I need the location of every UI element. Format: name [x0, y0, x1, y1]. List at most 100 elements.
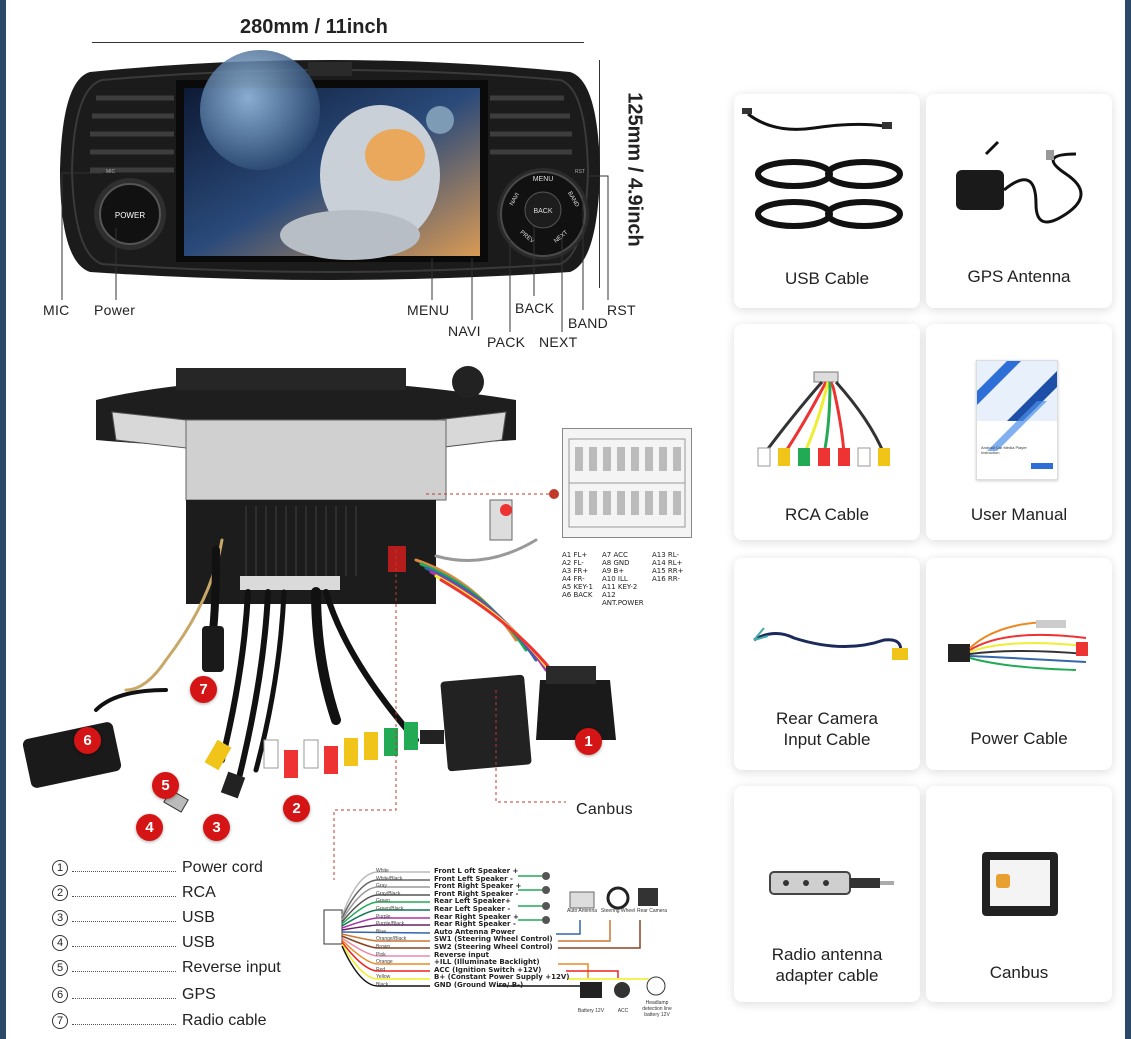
rear-camera-cable-icon: [753, 627, 908, 660]
accessory-label: USB Cable: [784, 269, 870, 288]
legend-text: USB: [182, 909, 215, 926]
wire-colors: White White/Black Gray Gray/Black Green …: [376, 868, 436, 990]
rst-face-label: RST: [575, 169, 585, 175]
wire-color: Gray: [376, 883, 387, 890]
legend-item: 6 GPS: [52, 984, 216, 1006]
accessory-card-rear-camera: Rear Camera Input Cable: [734, 558, 920, 770]
legend-item: 4 USB: [52, 932, 215, 954]
rca-cable-icon: [757, 371, 890, 467]
back-button-label: BACK: [533, 208, 552, 215]
badge-1: 1: [575, 728, 602, 755]
pin-label: A10 ILL: [602, 575, 628, 583]
manual-cover-text: Android Car Media Player Instruction: [981, 445, 1027, 455]
wire-function: Front Left Speaker -: [434, 874, 513, 883]
usb-cable-icon: [742, 108, 903, 229]
badge-5: 5: [152, 772, 179, 799]
wire-color: Purple/Black: [376, 921, 405, 928]
legend-item: 3 USB: [52, 907, 215, 929]
wire-color: Green/Black: [376, 905, 404, 912]
wire-function: B+ (Constant Power Supply +12V): [434, 973, 570, 982]
wire-function: Reverse input: [434, 950, 489, 959]
legend-item: 1 Power cord: [52, 857, 263, 879]
legend-text: GPS: [182, 986, 216, 1003]
wire-color: Green: [376, 898, 390, 905]
camera-icon-label: Rear Camera: [636, 908, 667, 914]
label-band: BAND: [568, 315, 609, 331]
accessory-label: Canbus: [989, 963, 1049, 982]
menu-button-label: MENU: [533, 176, 554, 183]
label-next: NEXT: [539, 334, 578, 350]
wire-function: Rear Right Speaker -: [434, 920, 516, 929]
wire-function: Rear Left Speaker+: [434, 897, 511, 906]
accessory-label: Power Cable: [970, 729, 1068, 748]
acc-icon-label: ACC: [617, 1008, 629, 1014]
wire-color: Red: [376, 966, 386, 973]
accessory-card-usb: USB Cable: [734, 94, 920, 308]
legend-number: 4: [52, 935, 68, 951]
badge-7: 7: [190, 676, 217, 703]
headlamp-icon-label: Headlamp detection line battery 12V: [642, 1000, 672, 1018]
pin-label: A2 FL-: [562, 559, 584, 567]
pin-label: [652, 591, 696, 607]
legend-item: 2 RCA: [52, 882, 216, 904]
wire-function: SW2 (Steering Wheel Control): [434, 942, 553, 951]
dashed-leaders: [426, 489, 566, 803]
wiring-leader: [333, 550, 397, 880]
canbus-box-icon: [982, 852, 1058, 916]
battery-icon-label: Battery 12V: [577, 1008, 605, 1014]
legend-item: 7 Radio cable: [52, 1010, 267, 1032]
wire-color: Purple: [376, 913, 391, 920]
legend-number: 3: [52, 910, 68, 926]
legend-text: USB: [182, 934, 215, 951]
pin-label: [652, 583, 696, 591]
label-mic: MIC: [43, 302, 70, 318]
power-cable-icon: [948, 620, 1088, 671]
front-callout-lines: [61, 172, 609, 332]
antenna-adapter-icon: [769, 871, 894, 895]
gps-antenna-icon: [956, 140, 1083, 224]
wheel-icon-label: Steering Wheel: [600, 908, 636, 914]
pin-label: A1 FL+: [562, 551, 588, 559]
wire-color: Orange: [376, 959, 393, 966]
pin-label: A12 ANT.POWER: [602, 591, 644, 607]
accessory-card-gps: GPS Antenna: [926, 94, 1112, 308]
pin-label: A15 RR+: [652, 567, 684, 575]
canbus-callout: Canbus: [576, 801, 633, 818]
antenna-icon-label: Auto Antenna: [566, 908, 598, 914]
wire-function: Front Right Speaker -: [434, 889, 519, 898]
label-back: BACK: [515, 300, 555, 316]
wire-color: Blue: [376, 928, 387, 935]
product-infographic: 280mm / 11inch 125mm / 4.9inch POWER: [6, 0, 1125, 1039]
legend-text: Reverse input: [182, 959, 281, 976]
connector-diagram: [562, 428, 692, 538]
width-dimension: 280mm / 11inch: [240, 16, 388, 38]
wire-function: ACC (Ignition Switch +12V): [434, 965, 542, 974]
pin-label: A11 KEY-2: [602, 583, 638, 591]
wire-function: SW1 (Steering Wheel Control): [434, 935, 553, 944]
legend-number: 6: [52, 987, 68, 1003]
badge-2: 2: [283, 795, 310, 822]
wire-function: Front Right Speaker +: [434, 882, 522, 891]
legend-item: 5 Reverse input: [52, 957, 281, 979]
wire-color: Yellow: [376, 974, 391, 981]
width-line: [92, 42, 584, 43]
mic-face-label: MIC: [106, 169, 116, 175]
wire-function: Rear Left Speaker -: [434, 904, 511, 913]
wire-function: Front L oft Speaker +: [434, 867, 519, 875]
pin-label: A5 KEY-1: [562, 583, 593, 591]
accessory-label: User Manual: [970, 505, 1068, 524]
accessory-label: Radio antenna adapter cable: [771, 945, 883, 985]
legend-number: 2: [52, 885, 68, 901]
wire-color: Gray/Black: [376, 890, 401, 897]
accessory-card-antenna-adapter: Radio antenna adapter cable: [734, 786, 920, 1002]
pin-label: A8 GND: [602, 559, 630, 567]
accessory-label: RCA Cable: [784, 505, 870, 524]
user-manual-icon: Android Car Media Player Instruction: [976, 360, 1058, 480]
wire-function: GND (Ground Wire/ B-): [434, 980, 524, 989]
pin-label: A3 FR+: [562, 567, 589, 575]
label-power: Power: [94, 302, 136, 318]
wire-function: Auto Antenna Power: [434, 927, 516, 936]
wire-color: White: [376, 868, 389, 874]
legend-text: RCA: [182, 884, 216, 901]
accessory-card-canbus: Canbus: [926, 786, 1112, 1002]
